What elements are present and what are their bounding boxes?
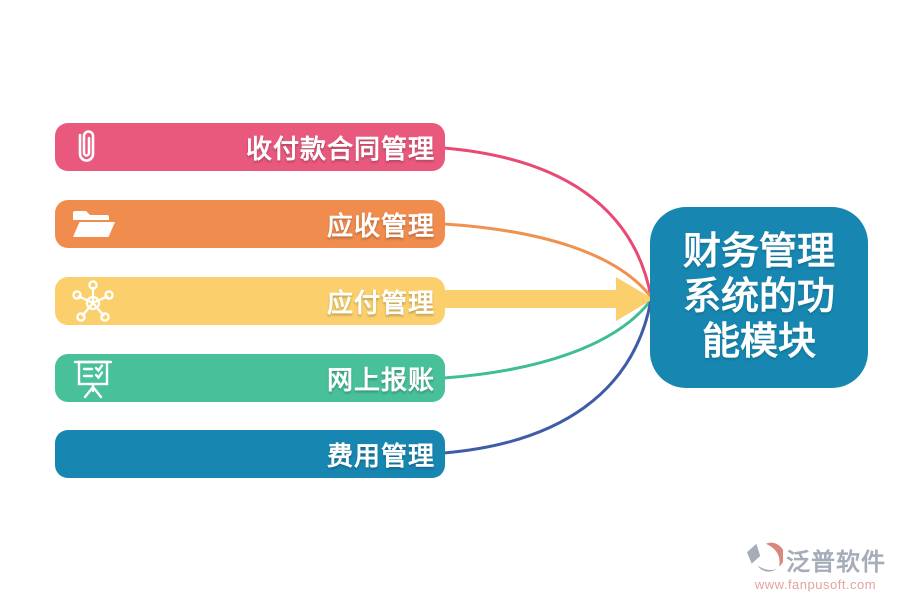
module-label: 应收管理	[326, 210, 435, 241]
target-box-financial-system: 财务管理 系统的功 能模块	[650, 207, 868, 388]
target-title-line-2: 系统的功	[682, 276, 835, 318]
network-nodes-icon	[71, 279, 115, 323]
module-bar-receivables: 应收管理	[55, 200, 445, 248]
presentation-board-icon	[71, 356, 115, 400]
connector-curve-expense	[443, 299, 653, 455]
target-title-line-1: 财务管理	[682, 231, 835, 273]
module-label: 收付款合同管理	[245, 133, 435, 164]
target-title-line-3: 能模块	[701, 321, 816, 363]
brand-logo-icon	[745, 539, 785, 580]
module-label: 应付管理	[326, 287, 435, 318]
module-bar-payment-contract: 收付款合同管理	[55, 123, 445, 171]
module-bar-payables: 应付管理	[55, 277, 445, 325]
brand-watermark: 泛普软件 www.fanpusoft.com	[745, 539, 886, 592]
module-bar-expense: 费用管理	[55, 430, 445, 478]
open-folder-icon	[71, 206, 117, 242]
connector-curve-online-reimbursement	[443, 299, 653, 380]
module-label: 费用管理	[326, 440, 435, 471]
connector-curve-receivables	[443, 222, 653, 298]
connector-curve-payment-contract	[443, 146, 653, 298]
module-label: 网上报账	[326, 364, 435, 395]
brand-url: www.fanpusoft.com	[754, 577, 877, 592]
target-title: 财务管理 系统的功 能模块	[683, 230, 835, 365]
paperclip-icon	[71, 126, 101, 168]
module-bar-online-reimbursement: 网上报账	[55, 354, 445, 402]
thick-arrow-payables	[440, 277, 653, 321]
brand-name: 泛普软件	[786, 549, 886, 576]
